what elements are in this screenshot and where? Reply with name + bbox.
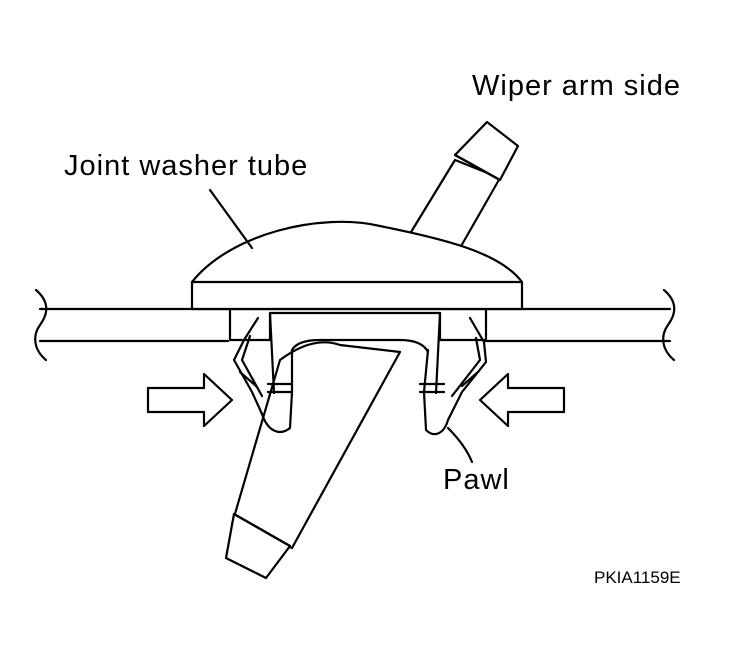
panel-break-right: [662, 288, 676, 362]
body-panel: [34, 288, 676, 362]
left-pawl: [232, 316, 294, 433]
clip-body: [228, 307, 488, 395]
leader-pawl: [446, 426, 474, 464]
right-pawl: [422, 316, 488, 436]
press-arrow-right: [478, 372, 566, 428]
panel-break-left: [34, 288, 48, 362]
label-joint-washer-tube: Joint washer tube: [64, 150, 309, 182]
figure-code: PKIA1159E: [594, 568, 681, 587]
leader-joint-washer-tube: [208, 188, 254, 250]
label-pawl: Pawl: [443, 464, 510, 496]
press-arrows: [146, 372, 566, 428]
label-wiper-arm-side: Wiper arm side: [472, 70, 681, 102]
press-arrow-left: [146, 372, 234, 428]
upper-tube: [406, 120, 520, 250]
joint-washer-tube-cap: [190, 220, 524, 311]
